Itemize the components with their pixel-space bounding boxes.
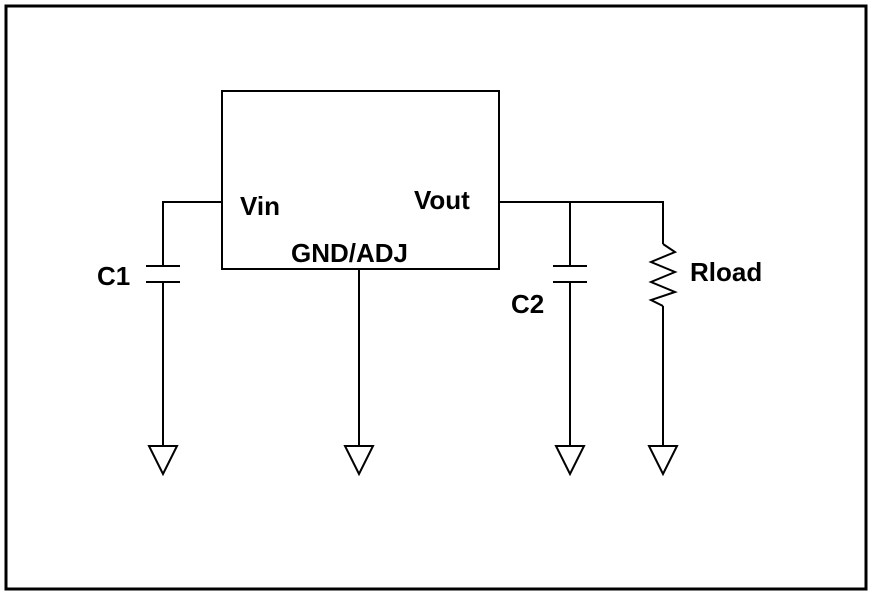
ground-symbol-c1: [147, 445, 179, 477]
diagram-frame: [4, 4, 868, 591]
component-label-rload: Rload: [690, 257, 762, 287]
pin-label-vin: Vin: [240, 191, 280, 221]
ground-symbol-c2: [554, 445, 586, 477]
rload-resistor: [648, 243, 678, 307]
vout-wire: [499, 201, 664, 244]
component-label-c2: C2: [511, 289, 544, 319]
ground-symbol-rload: [647, 445, 679, 477]
component-label-c1: C1: [97, 261, 130, 291]
ground-symbol-regulator: [343, 445, 375, 477]
vin-wire: [162, 201, 222, 266]
regulator-box: [221, 90, 500, 270]
pin-label-vout: Vout: [414, 185, 470, 215]
pin-label-gnd-adj: GND/ADJ: [291, 238, 408, 268]
